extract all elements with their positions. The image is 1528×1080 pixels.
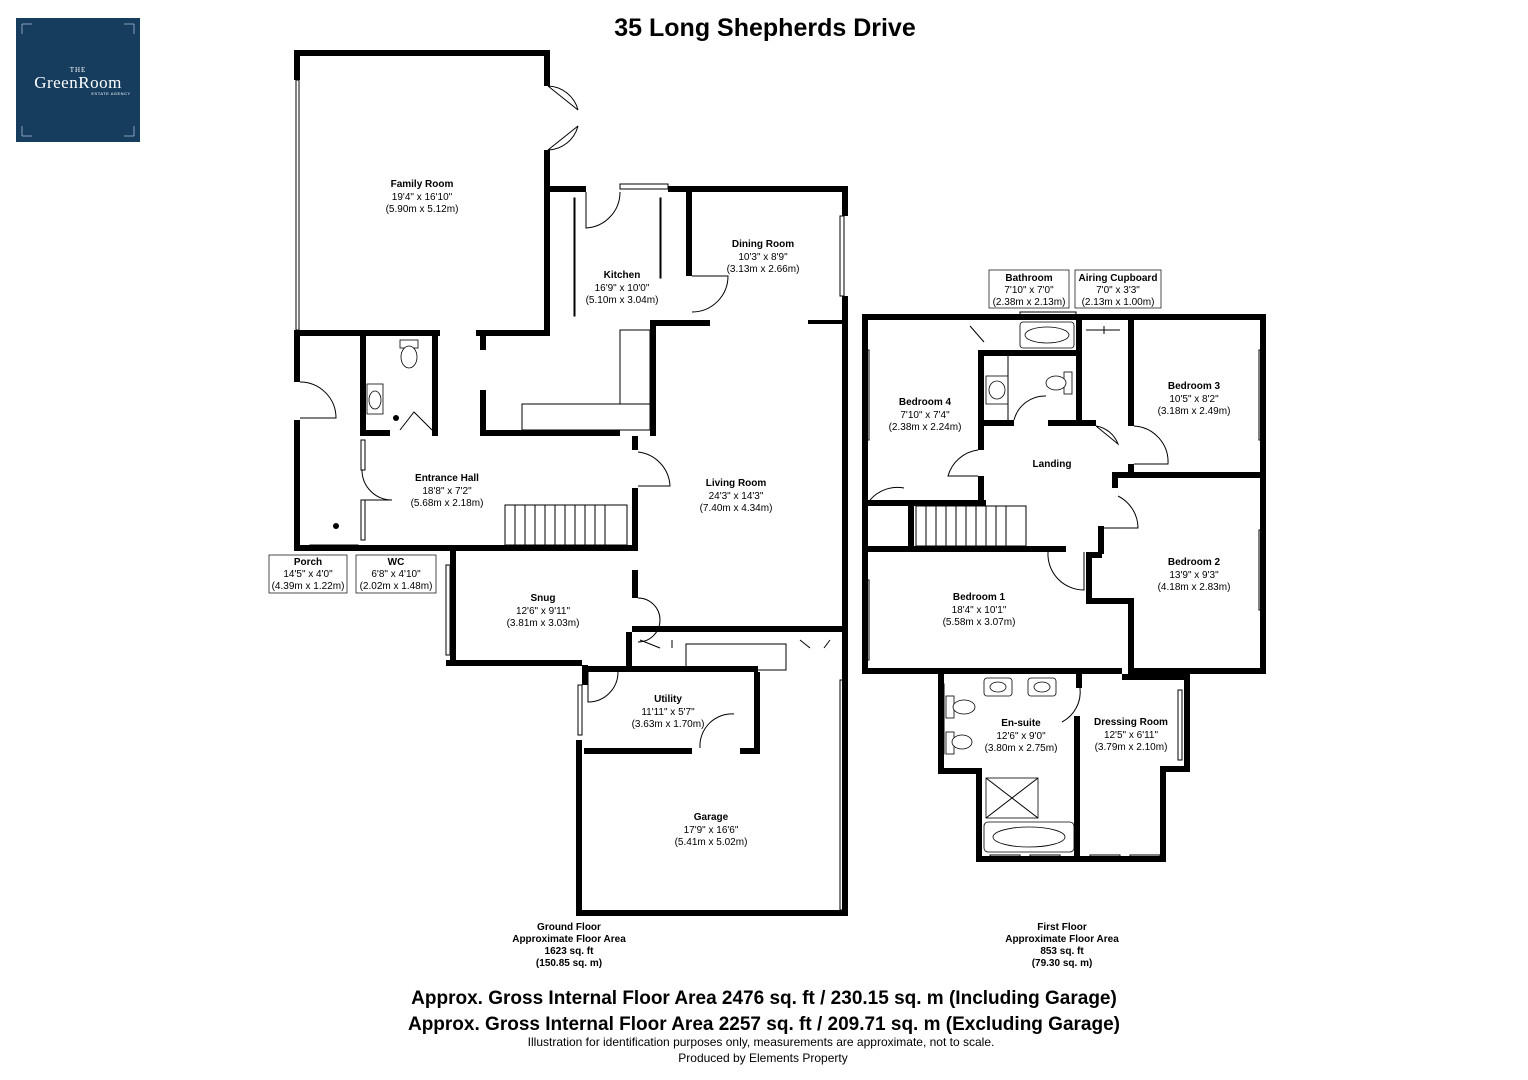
svg-text:(3.79m x 2.10m): (3.79m x 2.10m) <box>1095 742 1168 753</box>
svg-text:Bedroom 4: Bedroom 4 <box>899 397 952 408</box>
svg-text:(5.41m x 5.02m): (5.41m x 5.02m) <box>675 837 748 848</box>
svg-text:Approximate Floor Area: Approximate Floor Area <box>512 934 626 945</box>
svg-text:(79.30 sq. m): (79.30 sq. m) <box>1032 958 1093 969</box>
svg-text:Garage: Garage <box>694 812 729 823</box>
room-label-en-suite: En-suite 12'6" x 9'0" (3.80m x 2.75m) <box>985 718 1058 754</box>
svg-text:(3.63m x 1.70m): (3.63m x 1.70m) <box>632 719 705 730</box>
svg-text:853 sq. ft: 853 sq. ft <box>1040 946 1084 957</box>
ground-floor-summary: Ground Floor Approximate Floor Area 1623… <box>512 922 626 969</box>
svg-text:12'6" x 9'0": 12'6" x 9'0" <box>996 731 1046 742</box>
svg-text:18'8" x 7'2": 18'8" x 7'2" <box>422 486 472 497</box>
svg-text:(7.40m x 4.34m): (7.40m x 4.34m) <box>700 503 773 514</box>
svg-text:Dining Room: Dining Room <box>732 239 794 250</box>
svg-text:16'9" x 10'0": 16'9" x 10'0" <box>595 283 650 294</box>
page-title: 35 Long Shepherds Drive <box>614 14 916 42</box>
svg-text:Bedroom 2: Bedroom 2 <box>1168 557 1221 568</box>
room-label-airing-cupboard: Airing Cupboard 7'0" x 3'3" (2.13m x 1.0… <box>1074 269 1162 309</box>
svg-text:14'5" x 4'0": 14'5" x 4'0" <box>283 569 333 580</box>
svg-text:7'10" x 7'0": 7'10" x 7'0" <box>1004 285 1054 296</box>
svg-text:(150.85 sq. m): (150.85 sq. m) <box>536 958 602 969</box>
svg-text:En-suite: En-suite <box>1001 718 1041 729</box>
room-label-landing: Landing <box>1033 459 1072 470</box>
disclaimer: Illustration for identification purposes… <box>528 1035 995 1049</box>
svg-text:Dressing Room: Dressing Room <box>1094 717 1168 728</box>
room-label-entrance-hall: Entrance Hall 18'8" x 7'2" (5.68m x 2.18… <box>411 473 484 509</box>
svg-text:Ground Floor: Ground Floor <box>537 922 601 933</box>
svg-text:Airing Cupboard: Airing Cupboard <box>1079 273 1158 284</box>
room-label-bedroom-1: Bedroom 1 18'4" x 10'1" (5.58m x 3.07m) <box>943 592 1016 628</box>
room-label-dressing-room: Dressing Room 12'5" x 6'11" (3.79m x 2.1… <box>1094 717 1168 753</box>
svg-text:Family Room: Family Room <box>391 179 454 190</box>
svg-text:Kitchen: Kitchen <box>604 270 641 281</box>
svg-text:(5.58m x 3.07m): (5.58m x 3.07m) <box>943 617 1016 628</box>
room-label-garage: Garage 17'9" x 16'6" (5.41m x 5.02m) <box>675 812 748 848</box>
svg-text:(3.80m x 2.75m): (3.80m x 2.75m) <box>985 743 1058 754</box>
svg-text:WC: WC <box>388 557 405 568</box>
svg-text:Entrance Hall: Entrance Hall <box>415 473 479 484</box>
svg-text:(2.02m x 1.48m): (2.02m x 1.48m) <box>360 581 433 592</box>
svg-text:Approximate Floor Area: Approximate Floor Area <box>1005 934 1119 945</box>
room-label-bedroom-2: Bedroom 2 13'9" x 9'3" (4.18m x 2.83m) <box>1158 557 1231 593</box>
room-label-dining-room: Dining Room 10'3" x 8'9" (3.13m x 2.66m) <box>727 239 800 275</box>
ground-floor-plan <box>294 50 848 916</box>
brand-name: GreenRoom <box>34 73 122 92</box>
svg-text:(2.38m x 2.24m): (2.38m x 2.24m) <box>889 422 962 433</box>
svg-text:24'3" x 14'3": 24'3" x 14'3" <box>709 491 764 502</box>
room-label-porch: Porch 14'5" x 4'0" (4.39m x 1.22m) <box>268 554 348 594</box>
room-label-bathroom: Bathroom 7'10" x 7'0" (2.38m x 2.13m) <box>988 269 1070 309</box>
svg-text:(3.13m x 2.66m): (3.13m x 2.66m) <box>727 264 800 275</box>
room-label-snug: Snug 12'6" x 9'11" (3.81m x 3.03m) <box>507 593 580 629</box>
room-label-bedroom-4: Bedroom 4 7'10" x 7'4" (2.38m x 2.24m) <box>889 397 962 433</box>
svg-text:Bedroom 1: Bedroom 1 <box>953 592 1006 603</box>
svg-text:Porch: Porch <box>294 557 322 568</box>
svg-text:(4.18m x 2.83m): (4.18m x 2.83m) <box>1158 582 1231 593</box>
svg-text:(2.38m x 2.13m): (2.38m x 2.13m) <box>993 297 1066 308</box>
svg-text:13'9" x 9'3": 13'9" x 9'3" <box>1169 570 1219 581</box>
room-label-bedroom-3: Bedroom 3 10'5" x 8'2" (3.18m x 2.49m) <box>1158 381 1231 417</box>
svg-text:6'8" x 4'10": 6'8" x 4'10" <box>371 569 421 580</box>
svg-text:12'5" x 6'11": 12'5" x 6'11" <box>1104 730 1159 741</box>
svg-text:(5.90m x 5.12m): (5.90m x 5.12m) <box>386 204 459 215</box>
svg-text:(2.13m x 1.00m): (2.13m x 1.00m) <box>1082 297 1155 308</box>
room-label-living-room: Living Room 24'3" x 14'3" (7.40m x 4.34m… <box>700 478 773 514</box>
room-label-family-room: Family Room 19'4" x 16'10" (5.90m x 5.12… <box>386 179 459 215</box>
room-label-kitchen: Kitchen 16'9" x 10'0" (5.10m x 3.04m) <box>586 270 659 306</box>
svg-text:1623 sq. ft: 1623 sq. ft <box>545 946 595 957</box>
svg-text:(5.68m x 2.18m): (5.68m x 2.18m) <box>411 498 484 509</box>
svg-text:7'0" x 3'3": 7'0" x 3'3" <box>1096 285 1140 296</box>
svg-text:Snug: Snug <box>531 593 556 604</box>
first-floor-plan <box>862 311 1266 862</box>
svg-text:18'4" x 10'1": 18'4" x 10'1" <box>952 605 1007 616</box>
svg-text:19'4" x 16'10": 19'4" x 16'10" <box>392 192 453 203</box>
total-area-excluding-garage: Approx. Gross Internal Floor Area 2257 s… <box>408 1014 1120 1035</box>
svg-text:(3.18m x 2.49m): (3.18m x 2.49m) <box>1158 406 1231 417</box>
brand-the: THE <box>70 66 87 74</box>
svg-text:11'11" x 5'7": 11'11" x 5'7" <box>641 707 695 718</box>
room-label-wc: WC 6'8" x 4'10" (2.02m x 1.48m) <box>355 554 437 594</box>
svg-text:Landing: Landing <box>1033 459 1072 470</box>
svg-text:17'9" x 16'6": 17'9" x 16'6" <box>684 825 739 836</box>
svg-text:Bathroom: Bathroom <box>1005 273 1052 284</box>
room-label-utility: Utility 11'11" x 5'7" (3.63m x 1.70m) <box>632 694 705 730</box>
svg-text:(5.10m x 3.04m): (5.10m x 3.04m) <box>586 295 659 306</box>
svg-text:(3.81m x 3.03m): (3.81m x 3.03m) <box>507 618 580 629</box>
first-floor-summary: First Floor Approximate Floor Area 853 s… <box>1005 922 1119 969</box>
total-area-including-garage: Approx. Gross Internal Floor Area 2476 s… <box>411 988 1117 1009</box>
brand-sub: ESTATE AGENCY <box>91 91 130 96</box>
svg-text:10'3" x 8'9": 10'3" x 8'9" <box>738 252 788 263</box>
svg-text:(4.39m x 1.22m): (4.39m x 1.22m) <box>272 581 345 592</box>
svg-text:First Floor: First Floor <box>1037 922 1087 933</box>
svg-text:Living Room: Living Room <box>706 478 767 489</box>
producer-credit: Produced by Elements Property <box>678 1051 847 1065</box>
brand-logo: THE GreenRoom ESTATE AGENCY <box>16 18 140 142</box>
svg-text:7'10" x 7'4": 7'10" x 7'4" <box>900 410 950 421</box>
svg-text:12'6" x 9'11": 12'6" x 9'11" <box>516 606 571 617</box>
svg-text:Utility: Utility <box>654 694 682 705</box>
svg-text:Bedroom 3: Bedroom 3 <box>1168 381 1221 392</box>
svg-text:10'5" x 8'2": 10'5" x 8'2" <box>1169 394 1219 405</box>
